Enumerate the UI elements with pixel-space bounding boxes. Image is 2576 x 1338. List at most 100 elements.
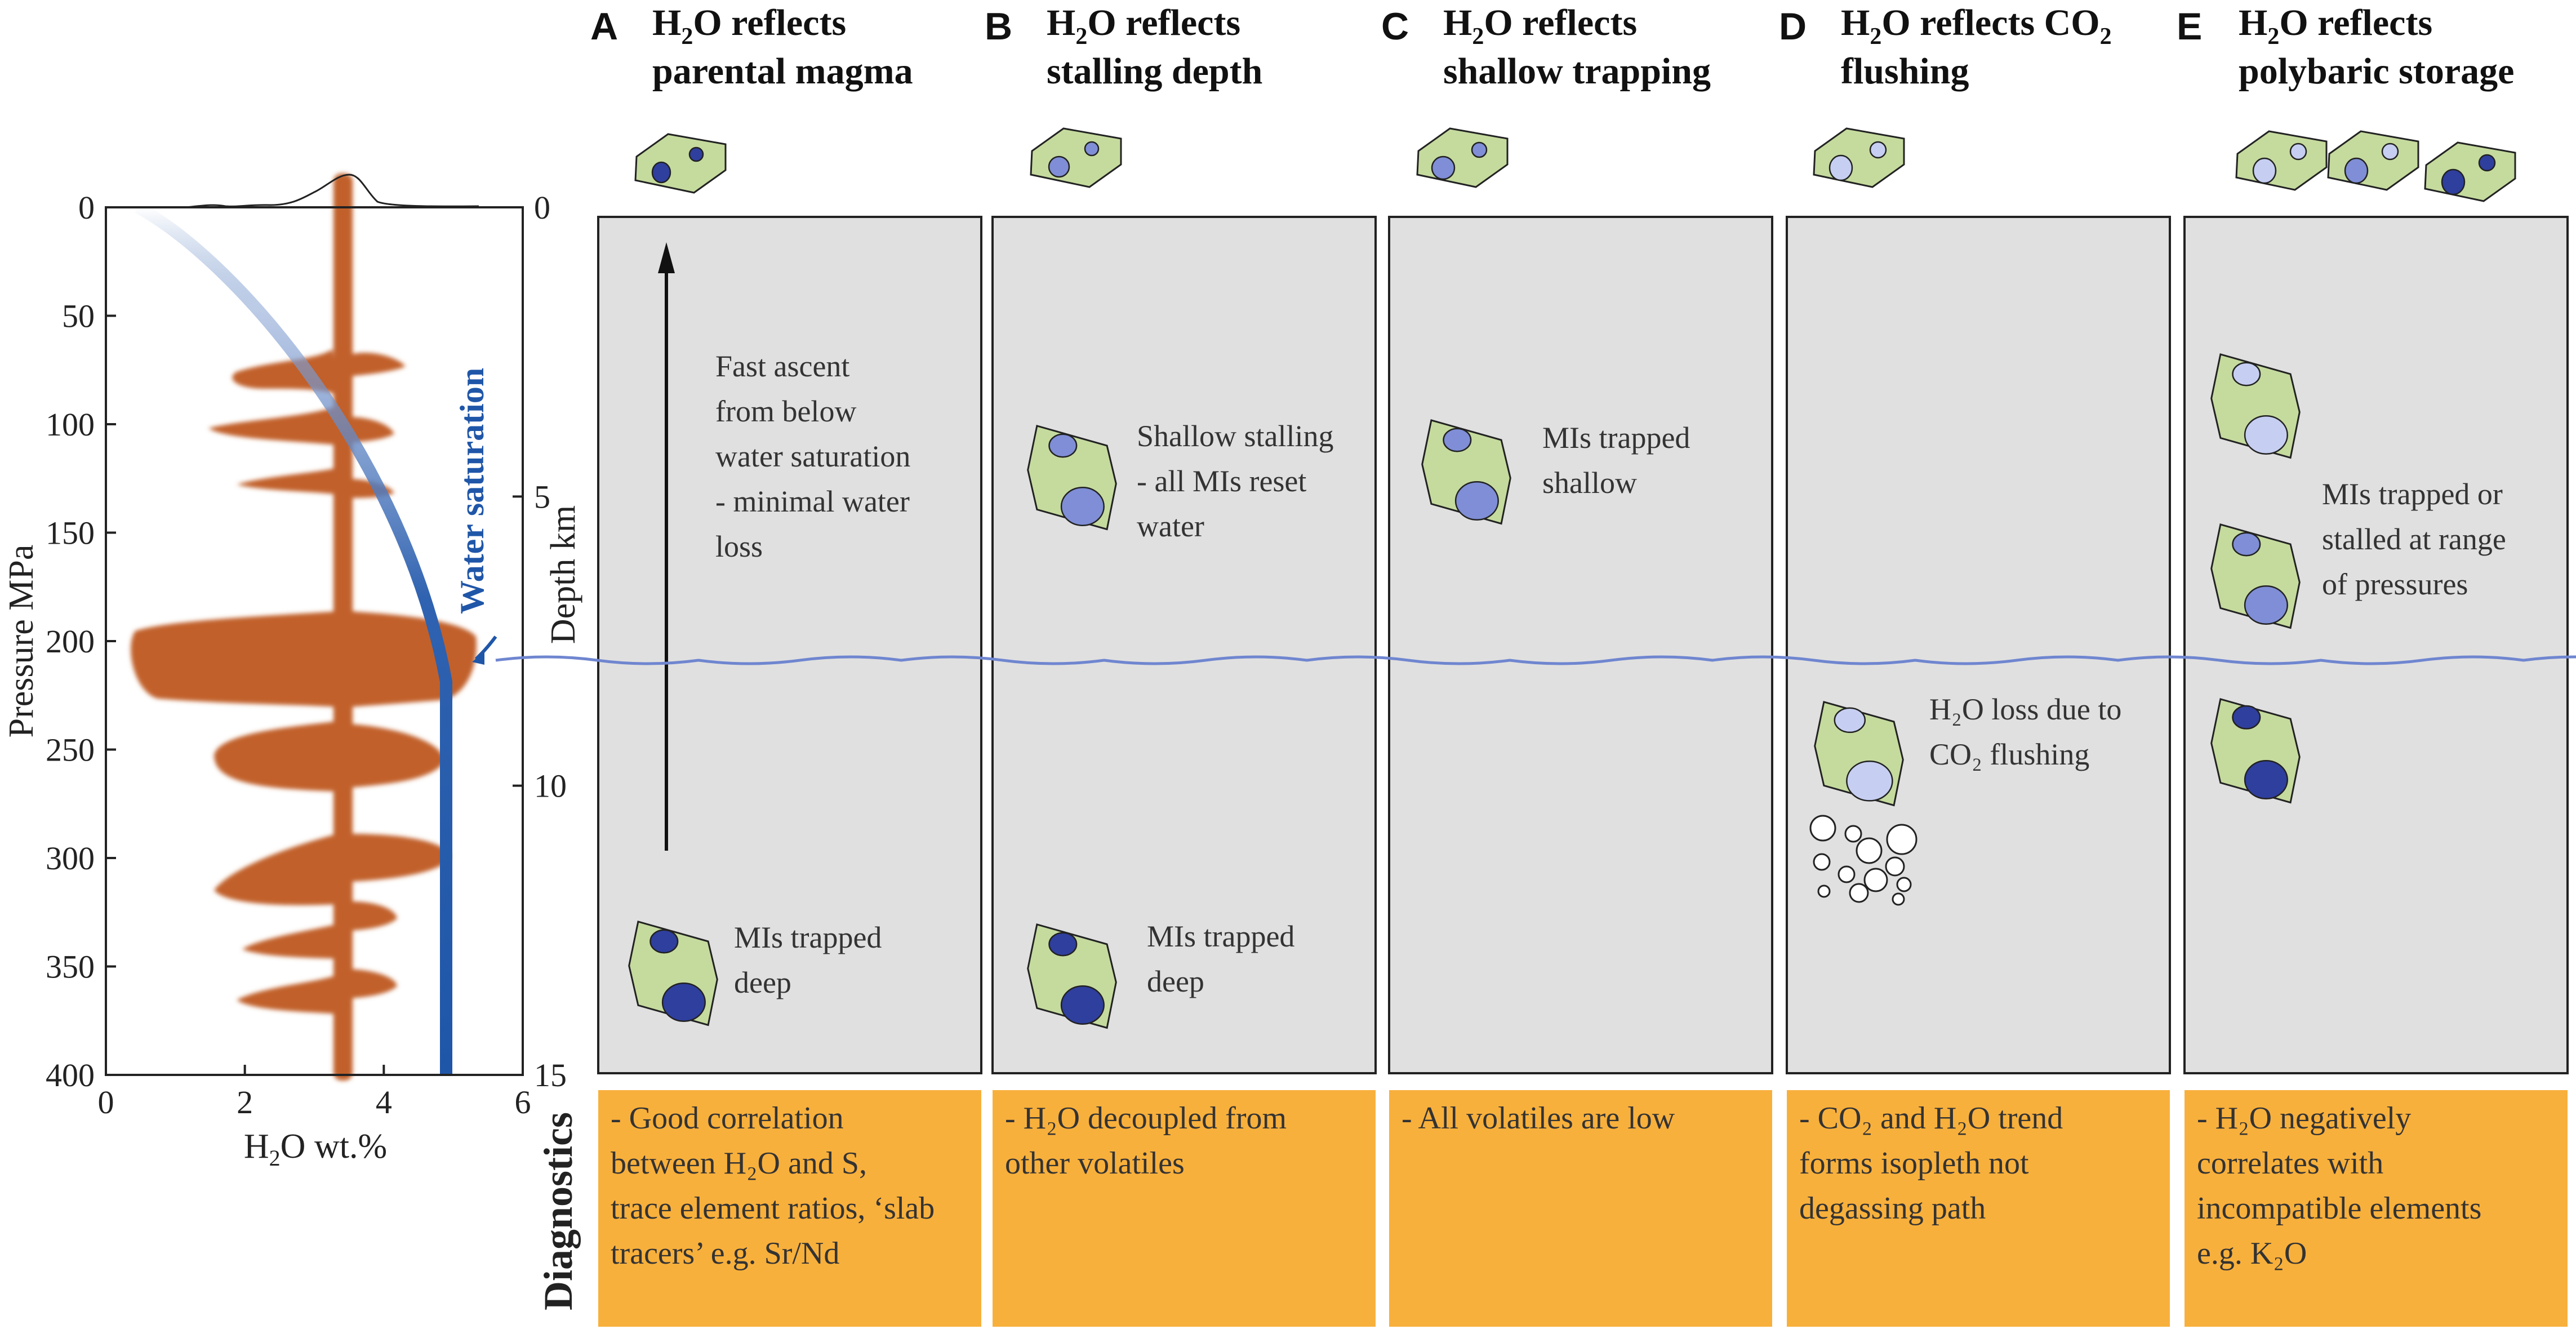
co2-bubble xyxy=(1892,892,1905,906)
melt-inclusion xyxy=(2244,585,2288,625)
co2-bubble xyxy=(1809,815,1836,842)
trapped-deep-label-line: deep xyxy=(1147,964,1204,998)
diagnostic-text-line: trace element ratios, ‘slab xyxy=(611,1191,935,1226)
diagnostic-text-line: other volatiles xyxy=(1005,1146,1185,1181)
trapped-shallow-label-line: shallow xyxy=(1542,466,1637,500)
x-axis-label: H2O wt.% xyxy=(244,1127,387,1171)
stalling-label-line: - all MIs reset xyxy=(1137,464,1306,498)
crystal-top xyxy=(1416,127,1509,188)
x-tick-label: 4 xyxy=(376,1084,392,1121)
polybaric-label-line: stalled at range xyxy=(2322,522,2506,556)
melt-inclusion xyxy=(1869,141,1887,159)
panel-letter: D xyxy=(1779,5,1807,48)
diagnostic-text-line: tracers’ e.g. Sr/Nd xyxy=(611,1236,839,1271)
crystal-top-1 xyxy=(2235,130,2328,191)
melt-inclusion xyxy=(2381,143,2399,161)
crystal-top xyxy=(1813,127,1905,188)
crystal-top-3 xyxy=(2424,141,2516,202)
diagnostic-box xyxy=(1389,1090,1772,1327)
flushing-label-line: H₂O loss due to xyxy=(1929,692,2121,726)
crystal-deep xyxy=(628,921,718,1026)
melt-inclusion xyxy=(1431,155,1456,180)
y-right-tick-label: 5 xyxy=(534,478,550,515)
panel-title-line1: H2O reflects xyxy=(1047,2,1240,50)
trapped-deep-label-line: deep xyxy=(734,966,791,999)
diagnostic-text-line: between H₂O and S, xyxy=(611,1146,867,1181)
water-saturation-level-line xyxy=(495,655,2576,665)
diagnostic-box xyxy=(1787,1090,2170,1327)
melt-inclusion xyxy=(1471,141,1488,158)
flushing-label-line: CO₂ flushing xyxy=(1929,737,2089,771)
melt-inclusion xyxy=(2232,532,2261,557)
crystal-flushed xyxy=(1814,701,1904,807)
x-tick-label: 0 xyxy=(98,1084,114,1121)
melt-inclusion xyxy=(2244,760,2288,800)
panel-letter: E xyxy=(2177,5,2202,48)
diagnostic-text-line: forms isopleth not xyxy=(1799,1146,2029,1181)
crystal-top xyxy=(634,133,727,194)
melt-inclusion xyxy=(688,146,704,162)
y-left-tick-label: 150 xyxy=(46,515,95,552)
diagnostic-text-line: incompatible elements xyxy=(2197,1191,2481,1226)
y-left-tick-label: 0 xyxy=(78,189,95,226)
y-left-tick-label: 300 xyxy=(46,840,95,877)
panel-title-line2: parental magma xyxy=(652,51,913,92)
panel-title-line1: H2O reflects xyxy=(2239,2,2432,50)
panel-title-line1: H2O reflects xyxy=(652,2,846,50)
panel-letter: B xyxy=(985,5,1012,48)
x-tick-label: 2 xyxy=(237,1084,253,1121)
ascent-label-line: Fast ascent xyxy=(715,349,849,383)
diagnostic-text: - H₂O decoupled from other volatiles xyxy=(1005,1101,1287,1181)
diagnostic-box xyxy=(598,1090,981,1327)
melt-inclusion xyxy=(649,929,679,954)
saturation-arrow xyxy=(472,635,497,665)
diagnostic-text: - All volatiles are low xyxy=(1402,1101,1675,1136)
melt-inclusion xyxy=(651,161,671,184)
h2o-density-shape xyxy=(131,174,477,1081)
ascent-label-line: loss xyxy=(715,530,763,563)
y-left-tick-label: 200 xyxy=(46,623,95,660)
crystal-lower xyxy=(2210,698,2301,804)
melt-inclusion xyxy=(2252,157,2277,184)
crystal-top xyxy=(1030,127,1122,188)
melt-inclusion xyxy=(2441,168,2466,195)
melt-inclusion xyxy=(1048,932,1078,957)
co2-bubble xyxy=(1863,868,1888,892)
panel-background xyxy=(1786,216,2171,1074)
polybaric-label-line: of pressures xyxy=(2322,567,2468,601)
diagnostic-text-line: - Good correlation xyxy=(611,1101,844,1136)
panel-letter: C xyxy=(1381,5,1409,48)
y-left-tick-label: 250 xyxy=(46,732,95,768)
panel-background xyxy=(1388,216,1773,1074)
co2-bubble xyxy=(1885,856,1905,877)
crystal-shallow xyxy=(1421,419,1511,525)
melt-inclusion xyxy=(1454,481,1499,521)
melt-inclusion xyxy=(2232,362,2261,386)
diagnostic-text-line: - All volatiles are low xyxy=(1402,1101,1675,1136)
diagnostic-text-line: - H₂O negatively xyxy=(2197,1101,2411,1136)
trapped-deep-label-line: MIs trapped xyxy=(1147,919,1294,953)
panel-title-line2: stalling depth xyxy=(1047,51,1262,92)
diagnostic-text: - Good correlation between H₂O and S, trac… xyxy=(611,1101,935,1271)
co2-bubble xyxy=(1838,865,1856,883)
panel-background xyxy=(2183,216,2569,1074)
panel-title-line2: shallow trapping xyxy=(1443,51,1711,92)
diagnostic-text-line: - H₂O decoupled from xyxy=(1005,1101,1287,1136)
y-right-axis-label: Depth km xyxy=(544,505,582,644)
left-plot: Water saturation 05010015020025030035040… xyxy=(2,174,582,1171)
co2-bubbles xyxy=(1809,815,1917,906)
diagnostics-label: Diagnostics xyxy=(536,1112,581,1310)
y-left-tick-label: 400 xyxy=(46,1057,95,1093)
y-right-tick-label: 15 xyxy=(534,1057,567,1093)
crystal-top-2 xyxy=(2327,130,2419,191)
melt-inclusion xyxy=(2344,157,2369,184)
melt-inclusion xyxy=(2478,154,2496,172)
